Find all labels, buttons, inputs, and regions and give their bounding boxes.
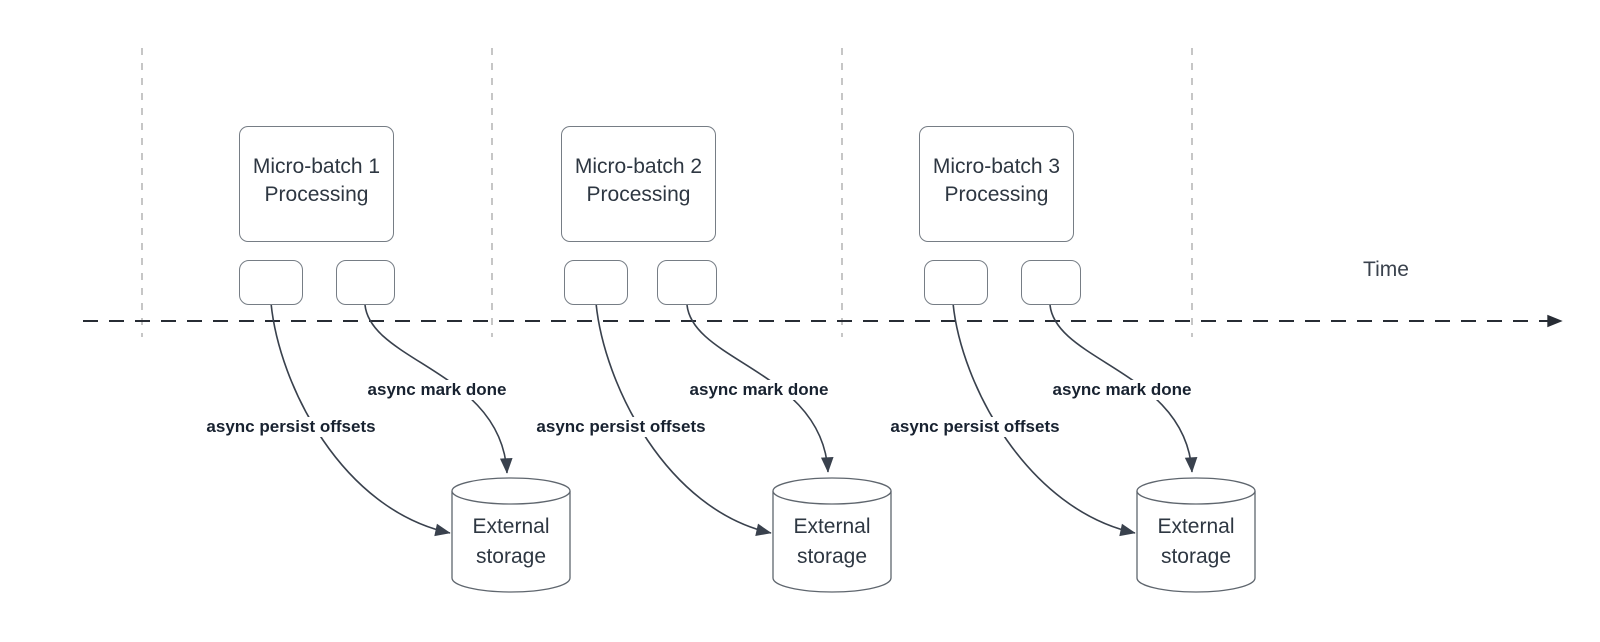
- persist-offsets-arrow: [595, 302, 772, 536]
- persist-offsets-label: async persist offsets: [887, 417, 1063, 437]
- persist-offsets-source-box: [239, 260, 303, 305]
- persist-offsets-source-box: [564, 260, 628, 305]
- external-storage-cylinder: [1136, 491, 1256, 593]
- persist-offsets-label: async persist offsets: [203, 417, 379, 437]
- external-storage-label: External storage: [773, 512, 891, 572]
- micro-batch-label-line1: Micro-batch 3: [932, 155, 1061, 178]
- micro-batch-label-line2: Processing: [264, 183, 369, 206]
- mark-done-source-box: [336, 260, 395, 305]
- mark-done-source-box: [657, 260, 717, 305]
- micro-batch-label-line1: Micro-batch 1: [252, 155, 381, 178]
- persist-offsets-source-box: [924, 260, 988, 305]
- external-storage-label-line1: External: [793, 515, 871, 538]
- micro-batch-1-box: Micro-batch 1 Processing: [239, 126, 394, 242]
- micro-batch-2-box: Micro-batch 2 Processing: [561, 126, 716, 242]
- mark-done-arrow: [1049, 304, 1198, 473]
- mark-done-arrow: [364, 304, 513, 474]
- external-storage-cylinder-top: [1136, 477, 1256, 505]
- micro-batch-3-box: Micro-batch 3 Processing: [919, 126, 1074, 242]
- micro-batch-label-line2: Processing: [944, 183, 1049, 206]
- persist-offsets-label: async persist offsets: [533, 417, 709, 437]
- external-storage-cylinder-top: [451, 477, 571, 505]
- async-connectors: [270, 302, 1198, 537]
- external-storage-label: External storage: [1137, 512, 1255, 572]
- mark-done-arrow: [686, 304, 834, 473]
- external-storage-label-line1: External: [1157, 515, 1235, 538]
- external-storage-label-line1: External: [472, 515, 550, 538]
- micro-batch-label-line2: Processing: [586, 183, 691, 206]
- external-storage-label: External storage: [452, 512, 570, 572]
- external-storage-label-line2: storage: [1160, 545, 1232, 568]
- external-storage-cylinder: [772, 491, 892, 593]
- mark-done-label: async mark done: [686, 380, 832, 400]
- external-storage-cylinders: [451, 477, 1256, 593]
- external-storage-label-line2: storage: [796, 545, 868, 568]
- mark-done-label: async mark done: [364, 380, 510, 400]
- time-interval-dividers: [141, 48, 1193, 337]
- persist-offsets-arrow: [952, 302, 1136, 537]
- micro-batch-label-line1: Micro-batch 2: [574, 155, 703, 178]
- mark-done-label: async mark done: [1049, 380, 1195, 400]
- persist-offsets-arrow: [270, 302, 451, 537]
- external-storage-cylinder: [451, 491, 571, 593]
- external-storage-cylinder-top: [772, 477, 892, 505]
- external-storage-label-line2: storage: [475, 545, 547, 568]
- mark-done-source-box: [1021, 260, 1081, 305]
- time-axis-label: Time: [1363, 258, 1409, 281]
